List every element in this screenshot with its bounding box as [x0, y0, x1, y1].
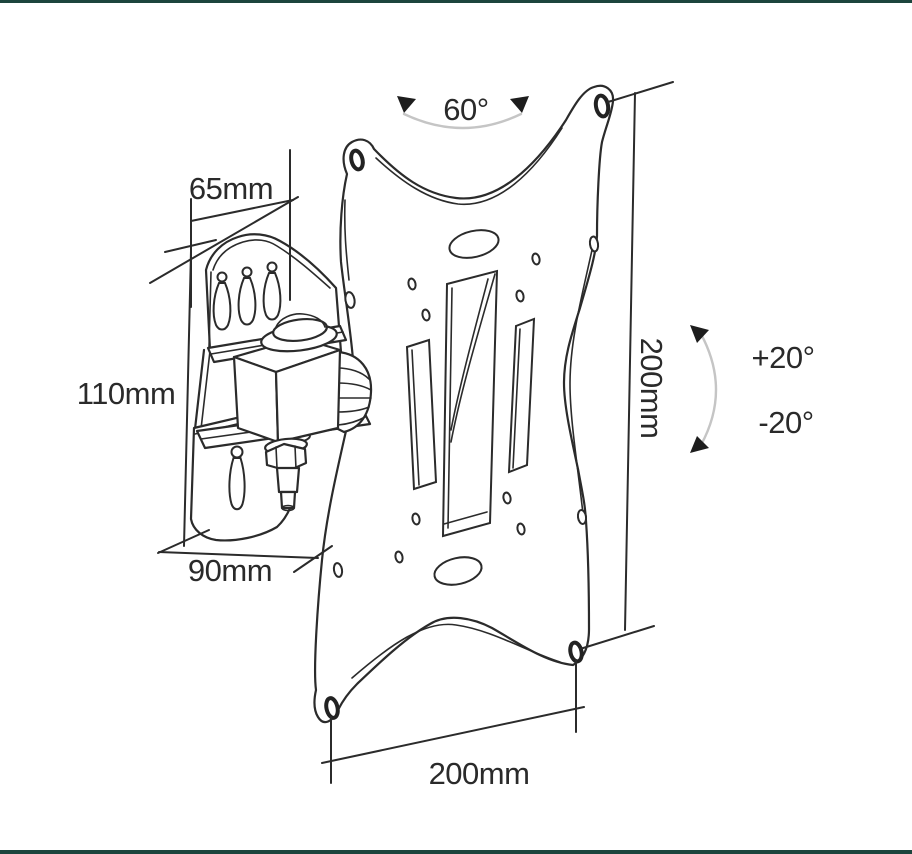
vesa-width-label: 200mm	[429, 756, 530, 791]
swivel-annotation: 60°	[397, 92, 529, 130]
oblique-tick	[293, 545, 333, 573]
keyhole-slots-upper	[212, 261, 282, 331]
keyhole-slot	[262, 272, 282, 321]
pivot-assembly	[195, 313, 373, 512]
slot-left	[405, 338, 438, 491]
dimension-line	[158, 551, 319, 559]
tilt-annotation: +20° -20°	[690, 325, 815, 453]
wall-plate-left-edge-line	[208, 271, 212, 349]
vesa-height-label: 200mm	[634, 338, 669, 439]
keyhole-slot	[237, 277, 257, 326]
dimension-line	[321, 706, 585, 764]
keyhole-circle	[241, 266, 253, 278]
wall-width-label: 65mm	[189, 171, 273, 206]
plate-right-edge-inner-line	[569, 249, 593, 515]
plate-oval-bottom	[433, 556, 483, 586]
corner-hole-top-right	[593, 93, 611, 119]
tilt-down-label: -20°	[758, 405, 813, 440]
slot-center	[441, 269, 499, 538]
vesa-plate	[313, 84, 615, 724]
clamp-box-front-face	[232, 355, 280, 444]
arrow-left-icon	[397, 96, 416, 113]
arrow-down-icon	[690, 436, 709, 453]
extension-line	[579, 625, 655, 650]
plate-oval-top	[448, 229, 500, 259]
keyhole-circle	[266, 261, 278, 273]
swivel-dome	[260, 313, 338, 353]
plate-left-edge-inner-line	[343, 199, 350, 281]
plate-slots	[405, 269, 536, 538]
bolt-shaft	[275, 466, 301, 494]
swivel-label: 60°	[443, 92, 488, 127]
extension-line	[607, 81, 674, 103]
pivot-bolt	[264, 437, 308, 512]
oblique-tick	[157, 529, 210, 554]
plate-top-edge-inner-line	[375, 127, 563, 205]
arrow-right-icon	[510, 96, 529, 113]
dimension-line	[624, 92, 636, 631]
keyhole-circle	[216, 271, 228, 283]
tilt-arc	[699, 332, 718, 447]
corner-hole-top-left	[349, 148, 365, 172]
depth-label: 90mm	[188, 553, 272, 588]
dimension-annotations: 60° 65mm 110mm 90mm	[77, 81, 815, 791]
vesa-height-dimension: 200mm	[579, 81, 674, 650]
keyhole-slot	[212, 282, 232, 331]
keyhole-circle	[230, 445, 244, 459]
plate-bottom-edge-inner-line	[351, 623, 561, 679]
arrow-up-icon	[690, 325, 709, 343]
small-holes	[394, 252, 541, 564]
top-edge-strip	[0, 0, 912, 3]
oblique-tick	[164, 239, 217, 253]
bottom-edge-strip	[0, 850, 912, 854]
dimension-line	[190, 199, 294, 222]
vesa100-holes	[332, 235, 600, 578]
corner-hole-bottom-right	[568, 640, 584, 664]
vesa-width-dimension: 200mm	[321, 659, 585, 791]
slot-center-flap-curve	[450, 273, 496, 443]
wall-height-dimension: 110mm	[77, 239, 217, 554]
bracket-web-line	[193, 348, 206, 431]
corner-hole-bottom-left	[324, 696, 340, 720]
oblique-tick	[149, 196, 299, 284]
dimension-line	[183, 250, 192, 547]
clamp-box	[232, 336, 342, 444]
keyhole-slot	[228, 457, 246, 511]
wall-height-label: 110mm	[77, 376, 176, 411]
depth-dimension: 90mm	[158, 545, 333, 588]
swivel-arc	[402, 112, 523, 130]
tilt-up-label: +20°	[752, 340, 815, 375]
clamp-box-right-face	[274, 348, 342, 444]
bracket-web-line-inner	[200, 350, 211, 430]
wall-plate-arch-inner-line	[212, 239, 331, 289]
